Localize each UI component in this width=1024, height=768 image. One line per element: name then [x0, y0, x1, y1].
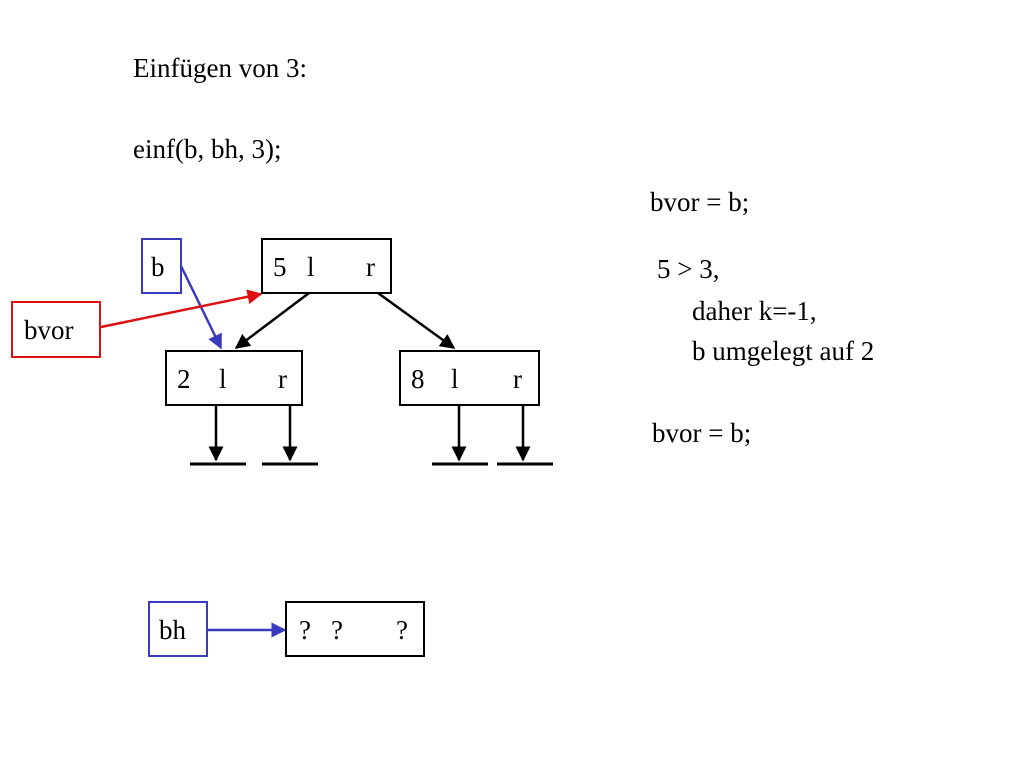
pointer-b-box: b: [141, 238, 182, 294]
function-call: einf(b, bh, 3);: [133, 134, 282, 164]
node-root: 5 l r: [261, 238, 392, 294]
edge-root-to-right: [377, 291, 456, 350]
pointer-bvor-label: bvor: [24, 315, 74, 345]
node-right: 8 l r: [399, 350, 540, 406]
node-right-key: 8: [411, 364, 425, 394]
note-bvor-assign-1: bvor = b;: [650, 187, 750, 217]
node-right-right: r: [513, 364, 522, 394]
note-comparison: 5 > 3,: [657, 254, 720, 284]
node-root-left: l: [307, 252, 315, 282]
node-head: ? ? ?: [285, 601, 425, 657]
node-head-left: ?: [331, 615, 343, 645]
edge-root-to-left: [234, 292, 310, 349]
pointer-bvor-arrow: [100, 289, 263, 329]
node-left-key: 2: [177, 364, 191, 394]
pointer-b-label: b: [151, 252, 165, 282]
node-root-key: 5: [273, 252, 287, 282]
node-left: 2 l r: [165, 350, 303, 406]
note-direction: daher k=-1,: [692, 296, 817, 326]
node-root-right: r: [366, 252, 375, 282]
node-left-right: r: [278, 364, 287, 394]
heading: Einfügen von 3:: [133, 53, 307, 83]
note-reassign: b umgelegt auf 2: [692, 336, 875, 366]
node-head-right: ?: [396, 615, 408, 645]
pointer-bh-label: bh: [159, 615, 186, 645]
pointer-bvor-box: bvor: [11, 301, 101, 358]
node-right-left: l: [451, 364, 459, 394]
note-bvor-assign-2: bvor = b;: [652, 418, 752, 448]
node-left-left: l: [219, 364, 227, 394]
pointer-bh-box: bh: [148, 601, 208, 657]
node-head-key: ?: [299, 615, 311, 645]
